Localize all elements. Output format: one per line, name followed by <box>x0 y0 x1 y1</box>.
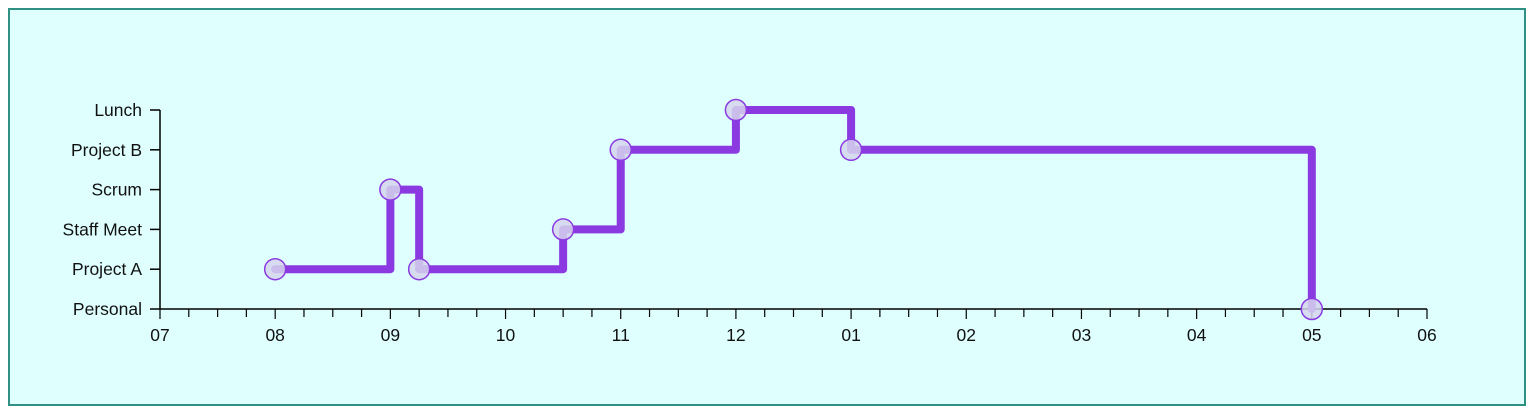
data-point <box>724 98 748 122</box>
data-point <box>839 138 863 162</box>
data-point <box>407 257 431 281</box>
data-point <box>379 178 402 201</box>
y-axis: Personal Project A Staff Meet Scrum Project … <box>63 100 161 319</box>
x-tick-label: 10 <box>496 325 516 345</box>
y-tick-label: Scrum <box>91 180 142 200</box>
series-layer <box>271 106 1316 313</box>
data-point <box>1300 297 1324 321</box>
y-tick-label: Personal <box>73 299 142 319</box>
y-tick-label: Project A <box>72 259 142 279</box>
x-tick-label: 06 <box>1417 325 1436 345</box>
y-tick-label: Lunch <box>94 100 142 120</box>
x-axis: 07 08 09 10 11 12 01 02 03 04 05 06 <box>150 308 1437 345</box>
y-tick-label: Staff Meet <box>63 219 143 239</box>
x-tick-label: 09 <box>381 325 400 345</box>
x-tick-label: 03 <box>1072 325 1091 345</box>
x-tick-label: 02 <box>957 325 976 345</box>
data-point <box>609 138 632 162</box>
x-tick-label: 01 <box>841 325 860 345</box>
x-tick-label: 11 <box>612 325 630 345</box>
x-tick-label: 08 <box>265 325 284 345</box>
x-tick-label: 05 <box>1302 325 1321 345</box>
series-step-line <box>271 106 1316 313</box>
x-tick-label: 04 <box>1187 325 1207 345</box>
markers-layer <box>263 98 1324 321</box>
x-tick-label: 12 <box>726 325 745 345</box>
data-point <box>263 257 287 281</box>
data-point <box>551 218 575 241</box>
chart-panel <box>8 8 1526 406</box>
y-tick-label: Project B <box>71 140 142 160</box>
x-tick-label: 07 <box>150 325 169 345</box>
